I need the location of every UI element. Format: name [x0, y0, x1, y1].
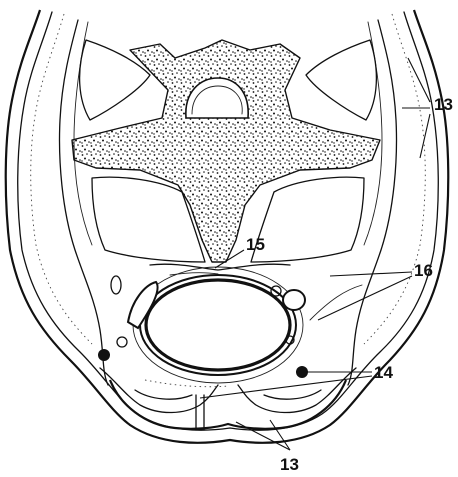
central-vessel [133, 267, 303, 383]
label-16: 16 [414, 261, 433, 280]
label-13-top: 13 [434, 95, 453, 114]
label-13-bottom: 13 [280, 455, 299, 474]
label-14: 14 [374, 363, 393, 382]
central-stippled-mass [72, 40, 380, 262]
midline-junction [150, 264, 290, 275]
label-15: 15 [246, 235, 265, 254]
